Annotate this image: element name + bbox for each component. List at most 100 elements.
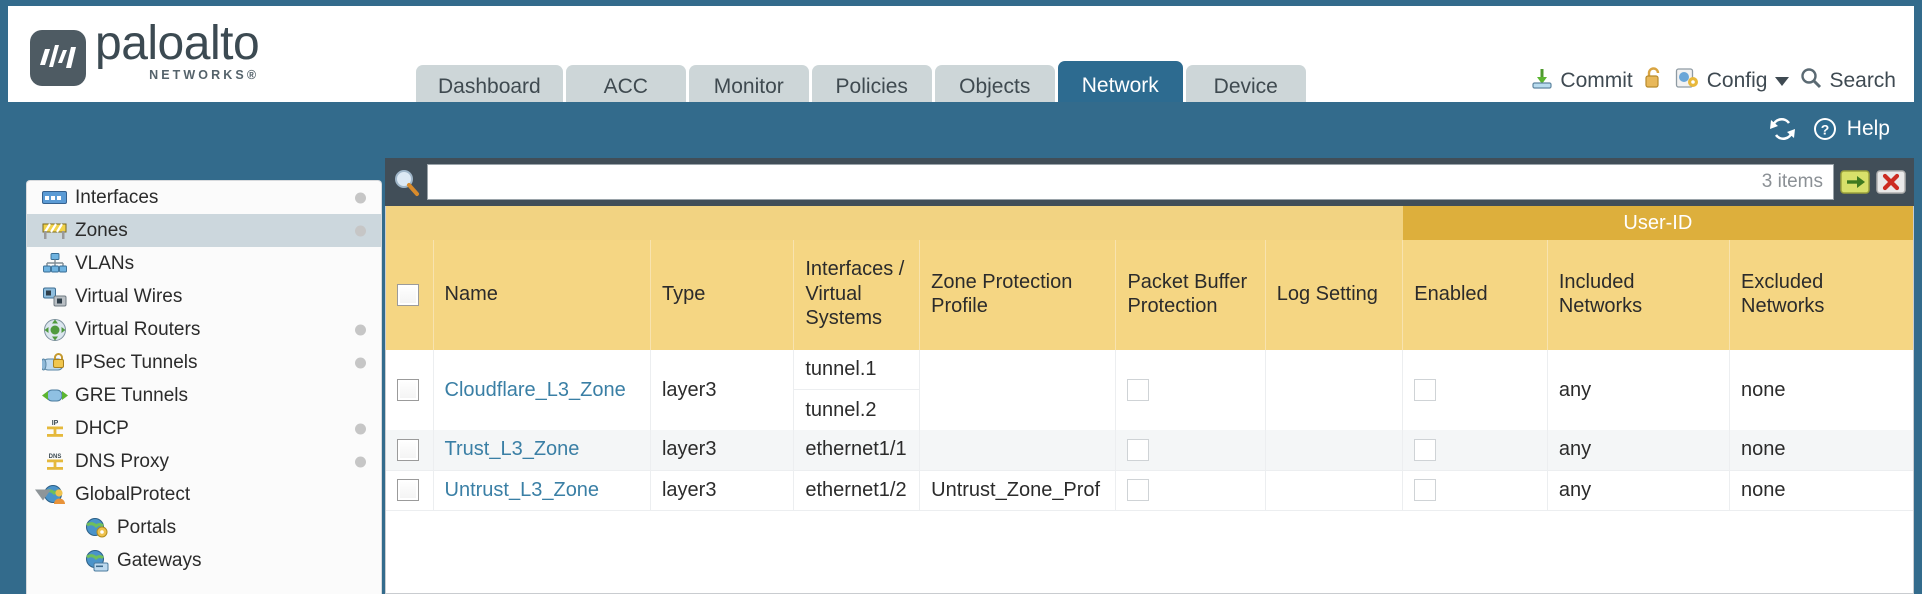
cell-packet-buffer-protection[interactable] <box>1115 430 1266 471</box>
zones-table-body: Cloudflare_L3_Zone layer3 tunnel.1 tunne… <box>386 350 1913 511</box>
column-header-log-setting[interactable]: Log Setting <box>1264 240 1403 350</box>
chevron-down-icon <box>1775 76 1790 86</box>
cell-userid-enabled[interactable] <box>1402 470 1548 511</box>
search-input[interactable]: 3 items <box>427 164 1834 200</box>
cell-excluded-networks: none <box>1729 430 1913 471</box>
config-label: Config <box>1706 69 1768 92</box>
help-label: Help <box>1846 117 1890 140</box>
group-header-userid: User-ID <box>1402 206 1913 240</box>
commit-button[interactable]: Commit <box>1530 66 1633 96</box>
sidebar-item-vlans[interactable]: VLANs <box>27 247 381 280</box>
table-header-row: Name Type Interfaces / Virtual Systems Z… <box>386 240 1913 350</box>
select-all-header[interactable] <box>386 240 434 350</box>
band-actions: ? Help <box>1769 116 1890 142</box>
cell-interfaces: tunnel.1 tunnel.2 <box>793 350 920 430</box>
row-checkbox[interactable] <box>397 479 419 502</box>
zone-name-link[interactable]: Cloudflare_L3_Zone <box>444 378 626 401</box>
cell-type: layer3 <box>649 350 794 430</box>
cell-log-setting <box>1264 470 1403 511</box>
cell-packet-buffer-protection[interactable] <box>1115 470 1266 511</box>
paloalto-logo-icon <box>30 29 86 86</box>
userid-enabled-checkbox[interactable] <box>1414 379 1437 402</box>
sidebar-item-gateways[interactable]: Gateways <box>27 544 381 577</box>
row-checkbox[interactable] <box>397 438 419 461</box>
column-header-excluded-networks[interactable]: Excluded Networks <box>1729 240 1913 350</box>
cell-type: layer3 <box>649 470 794 511</box>
column-header-enabled[interactable]: Enabled <box>1402 240 1548 350</box>
cell-packet-buffer-protection[interactable] <box>1115 350 1266 430</box>
sidebar-status-dot <box>355 357 366 368</box>
cell-userid-enabled[interactable] <box>1402 430 1548 471</box>
unlock-button[interactable] <box>1643 66 1665 96</box>
sidebar-item-portals[interactable]: Portals <box>27 511 381 544</box>
portals-icon <box>83 517 110 539</box>
virtual-routers-icon <box>41 318 68 341</box>
sidebar-status-dot <box>355 225 366 236</box>
packet-buffer-protection-checkbox[interactable] <box>1127 438 1150 461</box>
cell-log-setting <box>1264 430 1403 471</box>
select-all-checkbox[interactable] <box>397 283 419 306</box>
cell-userid-enabled[interactable] <box>1402 350 1548 430</box>
table-row[interactable]: Cloudflare_L3_Zone layer3 tunnel.1 tunne… <box>386 350 1913 430</box>
sidebar-item-label: VLANs <box>75 252 135 274</box>
search-button[interactable]: Search <box>1799 66 1896 96</box>
sidebar-item-label: GRE Tunnels <box>75 384 188 406</box>
sidebar-item-label: Gateways <box>117 549 202 571</box>
sidebar-status-dot <box>355 192 366 203</box>
interfaces-icon <box>41 187 68 209</box>
sidebar-item-label: Portals <box>117 516 177 538</box>
sidebar-item-label: Interfaces <box>75 186 159 208</box>
zones-table-container: User-ID Name Type Interfaces / Virtual S… <box>385 206 1914 594</box>
clear-filter-button[interactable] <box>1876 167 1906 197</box>
tab-network[interactable]: Network <box>1057 61 1183 110</box>
column-header-zone-protection-profile[interactable]: Zone Protection Profile <box>919 240 1116 350</box>
brand-tagline: NETWORKS® <box>149 68 260 82</box>
sidebar-item-globalprotect[interactable]: GlobalProtect <box>27 478 381 511</box>
packet-buffer-protection-checkbox[interactable] <box>1127 379 1150 402</box>
cell-name[interactable]: Cloudflare_L3_Zone <box>432 350 651 430</box>
row-select-cell[interactable] <box>386 350 433 430</box>
userid-enabled-checkbox[interactable] <box>1414 438 1437 461</box>
sidebar-item-dhcp[interactable]: IP DHCP <box>27 412 381 445</box>
column-header-interfaces[interactable]: Interfaces / Virtual Systems <box>793 240 920 350</box>
sidebar-item-gre-tunnels[interactable]: GRE Tunnels <box>27 379 381 412</box>
column-header-packet-buffer-protection[interactable]: Packet Buffer Protection <box>1115 240 1266 350</box>
row-select-cell[interactable] <box>386 430 434 471</box>
packet-buffer-protection-checkbox[interactable] <box>1127 479 1150 502</box>
network-sidebar[interactable]: Interfaces Zones <box>26 180 382 594</box>
sidebar-item-dns-proxy[interactable]: DNS DNS Proxy <box>27 445 381 478</box>
cell-interfaces: ethernet1/1 <box>793 430 920 471</box>
refresh-button[interactable] <box>1769 117 1796 141</box>
brand-logo: paloalto NETWORKS® <box>30 20 260 86</box>
userid-enabled-checkbox[interactable] <box>1414 479 1437 502</box>
apply-filter-button[interactable] <box>1840 167 1870 197</box>
column-header-name[interactable]: Name <box>432 240 651 350</box>
column-header-type[interactable]: Type <box>649 240 794 350</box>
config-icon <box>1675 66 1701 96</box>
sidebar-item-zones[interactable]: Zones <box>27 214 381 247</box>
expander-triangle-icon[interactable] <box>35 489 51 500</box>
cell-name[interactable]: Trust_L3_Zone <box>432 430 651 471</box>
row-checkbox[interactable] <box>397 379 419 402</box>
table-row[interactable]: Untrust_L3_Zone layer3 ethernet1/2 Untru… <box>386 470 1913 511</box>
zone-name-link[interactable]: Untrust_L3_Zone <box>444 478 600 501</box>
sidebar-item-virtual-wires[interactable]: Virtual Wires <box>27 280 381 313</box>
cell-name[interactable]: Untrust_L3_Zone <box>432 470 651 511</box>
help-button[interactable]: ? Help <box>1812 116 1890 142</box>
search-magnifier-icon[interactable] <box>391 167 421 197</box>
gre-tunnels-icon <box>41 385 68 407</box>
column-header-included-networks[interactable]: Included Networks <box>1546 240 1730 350</box>
sidebar-item-ipsec-tunnels[interactable]: IPSec Tunnels <box>27 346 381 379</box>
table-row[interactable]: Trust_L3_Zone layer3 ethernet1/1 any non… <box>386 430 1913 471</box>
svg-text:IP: IP <box>51 420 58 427</box>
sidebar-status-dot <box>355 423 366 434</box>
sidebar-item-virtual-routers[interactable]: Virtual Routers <box>27 313 381 346</box>
sidebar-status-dot <box>355 324 366 335</box>
row-select-cell[interactable] <box>386 470 434 511</box>
config-menu[interactable]: Config <box>1675 66 1790 96</box>
interface-item: tunnel.2 <box>805 398 877 421</box>
sidebar-item-label: Zones <box>75 219 128 241</box>
sidebar-item-interfaces[interactable]: Interfaces <box>27 181 381 214</box>
zone-name-link[interactable]: Trust_L3_Zone <box>444 438 580 461</box>
